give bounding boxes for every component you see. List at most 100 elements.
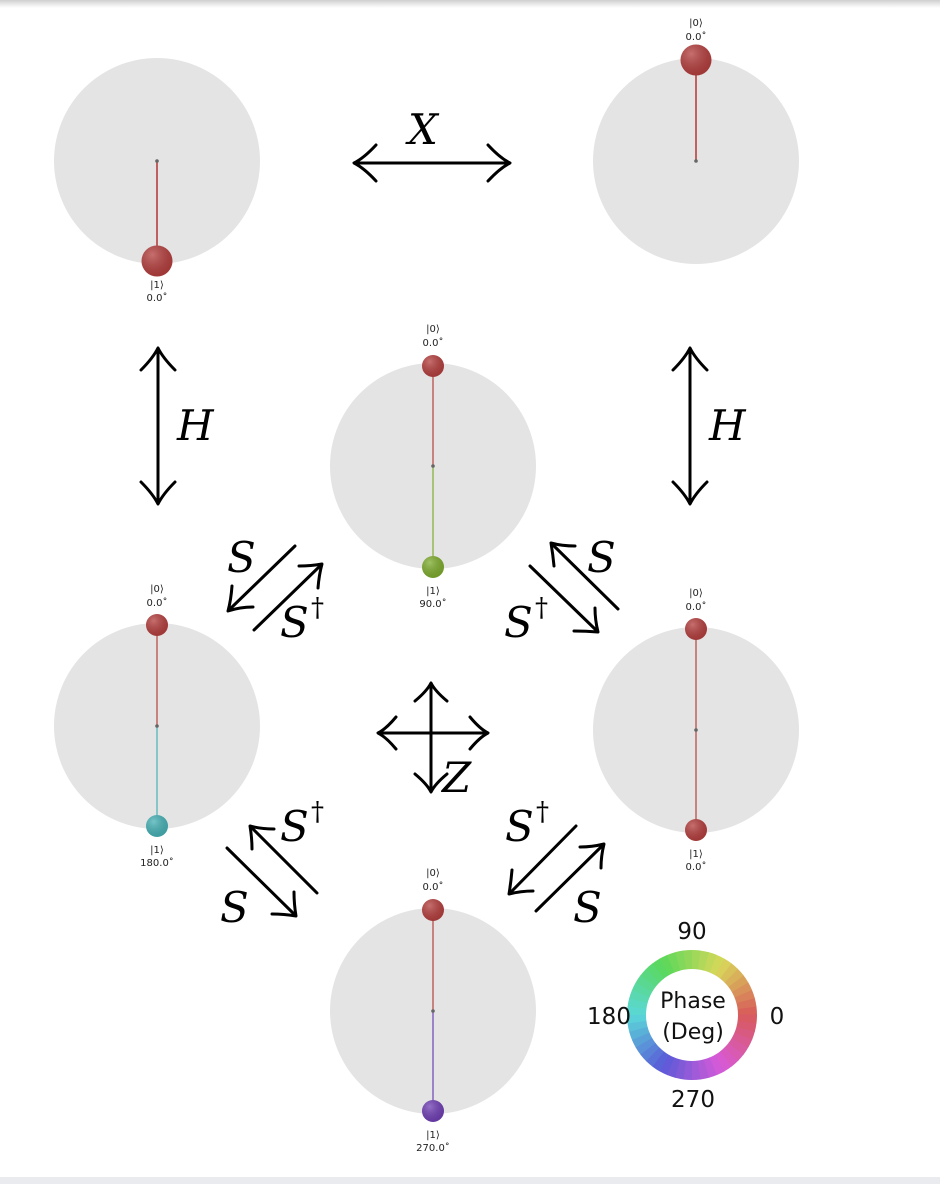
bottom-window-edge [0, 1177, 940, 1184]
top-phase-label: 0.0˚ [423, 881, 444, 893]
phase-wheel-segment [631, 982, 653, 998]
phase-wheel-segment [731, 1032, 753, 1048]
s-dagger-gate-label-upper-right: S [504, 598, 533, 647]
phase-wheel-segment [709, 954, 725, 976]
bottom-phase-label: 270.0˚ [416, 1142, 450, 1154]
phase-wheel-segment [736, 1020, 757, 1032]
dagger-symbol: † [311, 593, 324, 623]
h-gate-label-right: H [708, 401, 747, 450]
phase-wheel-segment [731, 981, 753, 998]
s-gate-arrow-lower-left [225, 846, 298, 918]
z-gate-cross-arrow [376, 681, 490, 794]
h-gate-arrow-left [139, 346, 177, 506]
phase-wheel-segment [627, 998, 648, 1010]
phase-wheel-segment [629, 1026, 650, 1041]
s-dagger-gate-label-lower-right: S [505, 802, 534, 851]
qsphere-minus-i-state: |0⟩ 0.0˚ |1⟩ 270.0˚ [330, 868, 536, 1154]
phase-wheel-segment [698, 1059, 710, 1080]
phase-wheel-segment [640, 1043, 660, 1062]
phase-wheel-segment [724, 968, 744, 987]
phase-wheel-segment [737, 1014, 758, 1024]
phase-wheel-segment [715, 1051, 733, 1072]
top-phase-label: 0.0˚ [147, 597, 168, 609]
phase-wheel-unit: (Deg) [662, 1020, 724, 1045]
phase-wheel-segment [714, 958, 732, 979]
top-phase-label: 0.0˚ [423, 337, 444, 349]
phase-wheel-segment [728, 1037, 749, 1055]
phase-wheel-segment [697, 950, 709, 971]
s-gate-arrow-upper-left [226, 544, 297, 613]
sphere-center [431, 464, 435, 468]
dagger-symbol: † [311, 797, 324, 827]
phase-wheel-segment [645, 963, 664, 983]
phase-wheel-segment [724, 1042, 744, 1061]
qsphere-plus-i-state: |0⟩ 0.0˚ |1⟩ 90.0˚ [330, 324, 536, 610]
phase-wheel-ring [627, 950, 758, 1080]
x-gate-label: X [405, 105, 440, 154]
sphere-center [155, 724, 159, 728]
h-gate-label-left: H [176, 401, 215, 450]
sphere-center [694, 728, 698, 732]
qsphere-one-state: |1⟩ 0.0˚ [54, 58, 260, 304]
phase-wheel-segment [659, 1054, 675, 1076]
s-dagger-gate-label-lower-left: S [280, 802, 309, 851]
phase-wheel-segment [627, 1006, 647, 1016]
s-gate-arrow-lower-right [534, 842, 606, 913]
top-ket-label: |0⟩ [426, 324, 440, 335]
bottom-phase-label: 0.0˚ [147, 292, 168, 304]
phase-wheel-segment [658, 954, 675, 976]
bottom-ket-label: |1⟩ [426, 1130, 440, 1141]
phase-wheel-segment [703, 952, 717, 973]
phase-wheel-segment [646, 1047, 665, 1067]
phase-wheel-segment [635, 1038, 656, 1056]
phase-wheel-segment [691, 950, 701, 970]
dagger-symbol: † [536, 797, 549, 827]
phase-wheel-segment [675, 1059, 687, 1080]
phase-wheel-segment [734, 989, 755, 1004]
s-gate-arrow-upper-right [549, 541, 620, 611]
qsphere-zero-state: |0⟩ 0.0˚ [593, 18, 799, 264]
phase-wheel-segment [666, 952, 681, 973]
qsphere-plus-state: |0⟩ 0.0˚ |1⟩ 0.0˚ [593, 588, 799, 873]
s-dagger-gate-arrow-upper-left [252, 562, 324, 632]
phase-wheel-segment [629, 990, 650, 1004]
phase-label-180: 180 [587, 1004, 631, 1030]
phase-wheel-segment [651, 958, 669, 979]
top-ket-label: |0⟩ [689, 588, 703, 599]
bottom-phase-label: 0.0˚ [686, 861, 707, 873]
s-dagger-gate-arrow-upper-right [528, 564, 600, 634]
dagger-symbol: † [535, 593, 548, 623]
phase-wheel-segment [640, 969, 660, 988]
bottom-phase-label: 180.0˚ [140, 857, 174, 869]
qsphere-minus-state: |0⟩ 0.0˚ |1⟩ 180.0˚ [54, 584, 260, 869]
s-gate-label-lower-right: S [573, 883, 602, 932]
bottom-phase-label: 90.0˚ [419, 598, 446, 610]
phase-label-270: 270 [671, 1087, 715, 1113]
phase-wheel-segment [667, 1057, 681, 1078]
phase-wheel-segment [736, 997, 757, 1009]
sphere-center [155, 159, 159, 163]
bottom-ket-label: |1⟩ [689, 849, 703, 860]
phase-wheel-segment [703, 1057, 718, 1078]
phase-wheel-segment [734, 1026, 755, 1040]
s-gate-label-lower-left: S [220, 883, 249, 932]
s-dagger-gate-label-upper-left: S [280, 598, 309, 647]
h-gate-arrow-right [671, 346, 709, 506]
s-gate-label-upper-right: S [587, 533, 616, 582]
top-window-edge [0, 0, 940, 8]
phase-label-0: 0 [770, 1004, 785, 1030]
sphere-center [431, 1009, 435, 1013]
s-dagger-gate-arrow-lower-right [507, 824, 578, 896]
top-ket-label: |0⟩ [150, 584, 164, 595]
phase-wheel-segment [709, 1054, 726, 1076]
phase-wheel-segment [719, 963, 738, 983]
phase-wheel-segment [683, 1060, 693, 1080]
s-gate-label-upper-left: S [227, 533, 256, 582]
sphere-center [694, 159, 698, 163]
top-phase-label: 0.0˚ [686, 31, 707, 43]
phase-wheel-title: Phase [660, 989, 726, 1014]
phase-wheel-segment [674, 950, 686, 971]
bottom-ket-label: |1⟩ [150, 845, 164, 856]
phase-wheel-segment [728, 974, 749, 992]
